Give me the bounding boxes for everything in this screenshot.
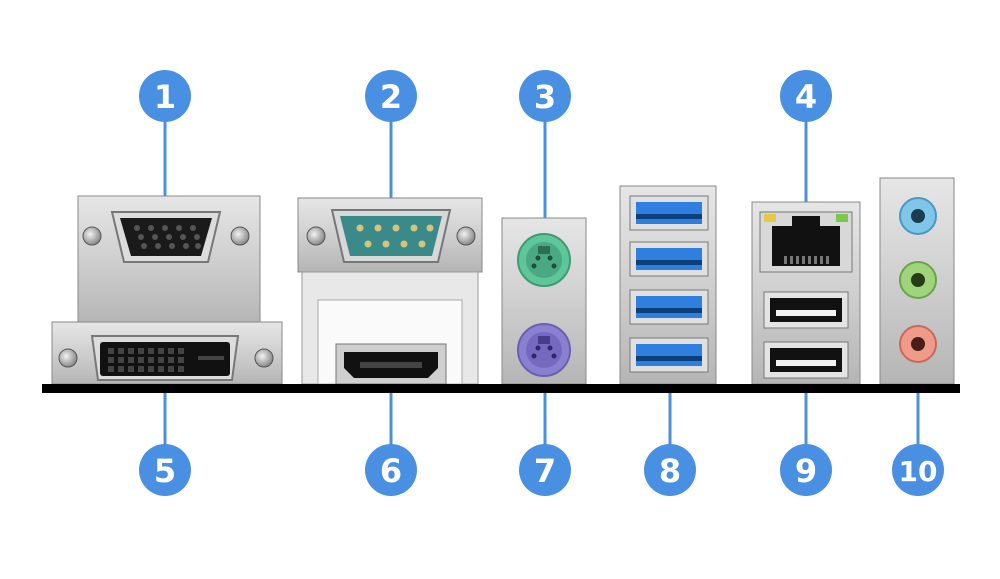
callout-6: 6 <box>365 444 417 496</box>
callout-number: 9 <box>795 452 817 490</box>
callout-1: 1 <box>139 70 191 122</box>
hdmi-port <box>335 343 447 385</box>
callout-4: 4 <box>780 70 832 122</box>
audio-line-in-jack <box>899 197 937 235</box>
screw-icon <box>82 226 102 246</box>
dvi-port <box>58 335 274 381</box>
audio-stack <box>879 177 955 385</box>
callout-10: 10 <box>892 444 944 496</box>
usb3-port <box>629 289 709 325</box>
callout-number: 7 <box>534 452 556 490</box>
callout-number: 2 <box>380 78 402 116</box>
usb2-port <box>763 341 849 379</box>
usb3-port <box>629 337 709 373</box>
audio-mic-in-jack <box>899 325 937 363</box>
callout-8: 8 <box>644 444 696 496</box>
usb3-port <box>629 241 709 277</box>
callout-number: 5 <box>154 452 176 490</box>
ps2-keyboard-port <box>517 323 571 377</box>
callout-number: 4 <box>795 78 817 116</box>
screw-icon <box>230 226 250 246</box>
callout-9: 9 <box>780 444 832 496</box>
callout-3: 3 <box>519 70 571 122</box>
ps2-mouse-port <box>517 233 571 287</box>
vga-port <box>82 211 250 263</box>
usb3-port <box>629 195 709 231</box>
audio-line-out-jack <box>899 261 937 299</box>
screw-icon <box>254 348 274 368</box>
usb2-port <box>763 291 849 329</box>
serial-port <box>306 209 476 263</box>
serial-pins <box>356 224 434 248</box>
dvi-pins <box>108 348 224 372</box>
usb3-stack <box>619 185 717 385</box>
lan-usb2-stack <box>751 201 861 385</box>
screw-icon <box>306 226 326 246</box>
lan-port <box>759 211 853 273</box>
callout-5: 5 <box>139 444 191 496</box>
callout-number: 8 <box>659 452 681 490</box>
callout-7: 7 <box>519 444 571 496</box>
callout-2: 2 <box>365 70 417 122</box>
vga-pins <box>134 225 201 249</box>
screw-icon <box>456 226 476 246</box>
callout-number: 3 <box>534 78 556 116</box>
io-shield-baseline <box>42 384 960 393</box>
screw-icon <box>58 348 78 368</box>
callout-number: 10 <box>899 455 938 488</box>
callout-number: 6 <box>380 452 402 490</box>
callout-number: 1 <box>154 78 176 116</box>
